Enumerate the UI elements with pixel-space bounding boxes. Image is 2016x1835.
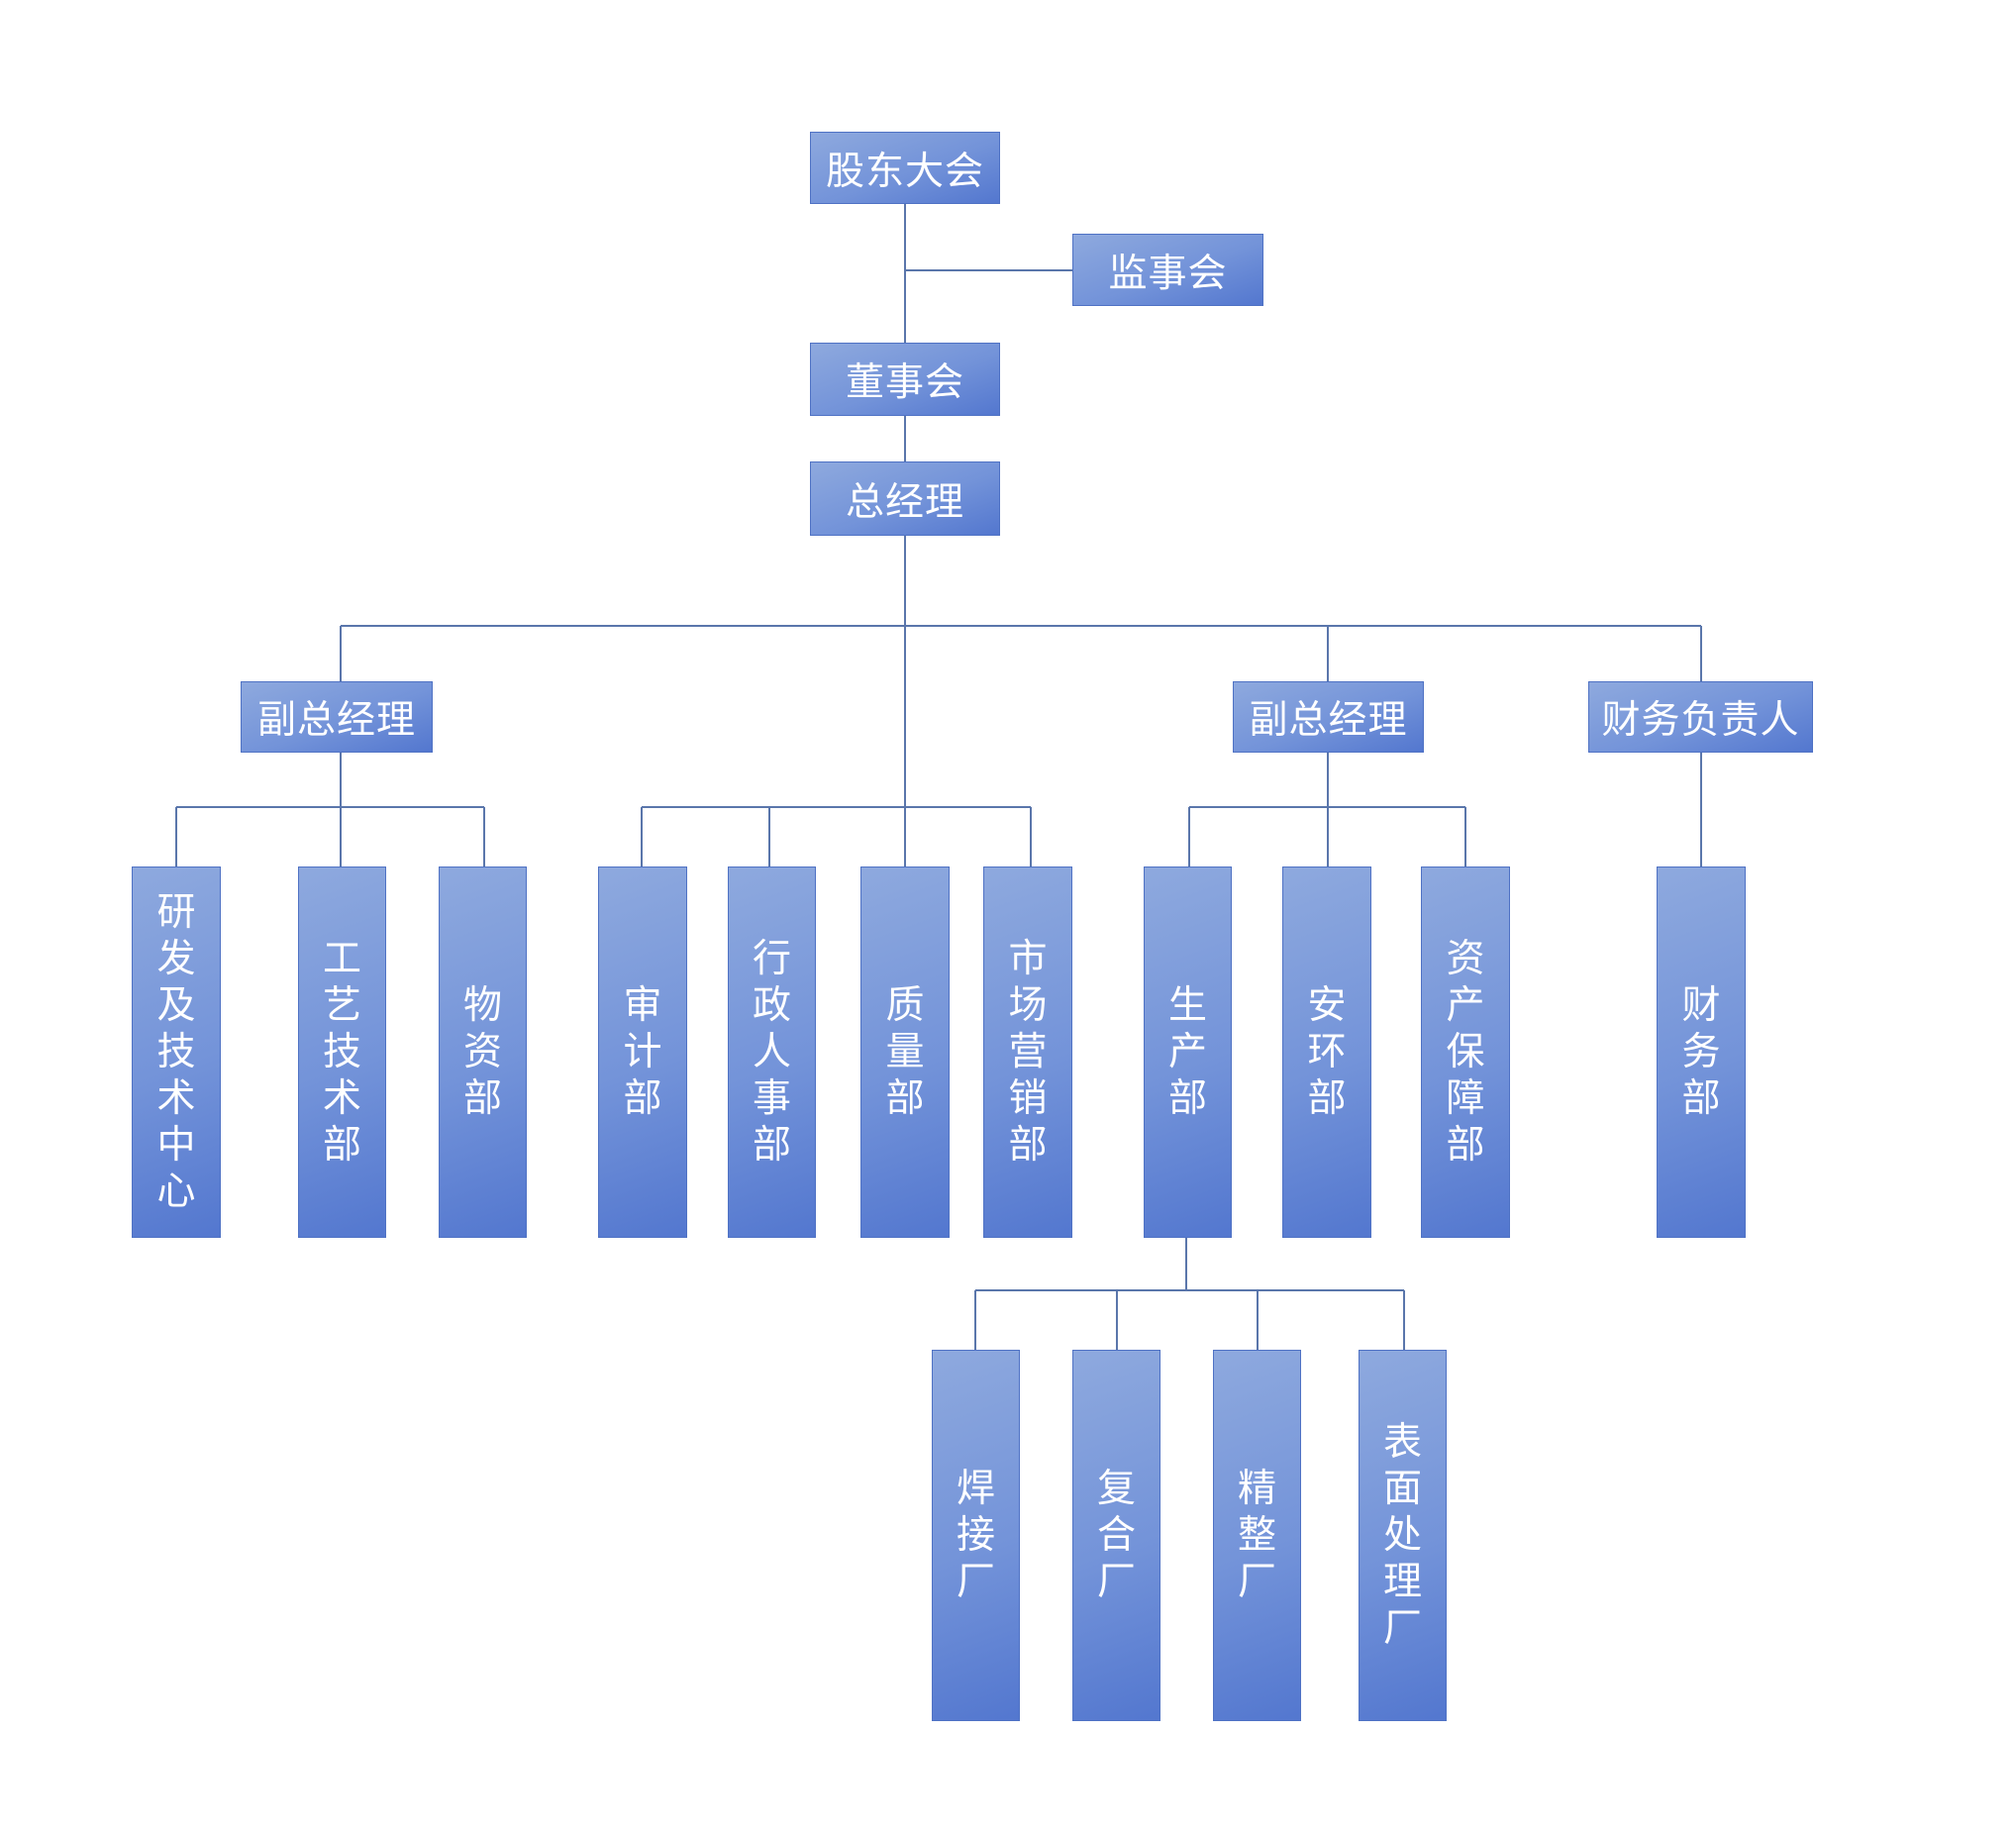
node-char: 工 — [322, 937, 361, 981]
node-char: 量 — [885, 1030, 925, 1074]
node-char: 部 — [623, 1076, 662, 1121]
node-char: 场 — [1008, 983, 1048, 1028]
node-char: 及 — [156, 983, 196, 1028]
node-char: 部 — [1008, 1123, 1048, 1168]
node-char: 审 — [623, 983, 662, 1028]
node-char: 整 — [1237, 1513, 1276, 1558]
node-finishing: 精整厂 — [1213, 1350, 1301, 1721]
node-char: 发 — [156, 937, 196, 981]
node-char: 部 — [1167, 1076, 1207, 1121]
node-admin: 行政人事部 — [728, 867, 816, 1238]
node-board: 董事会 — [810, 343, 1000, 416]
node-finance: 财务部 — [1657, 867, 1746, 1238]
node-marketing: 市场营销部 — [983, 867, 1072, 1238]
node-char: 部 — [1307, 1076, 1347, 1121]
node-safety: 安环部 — [1282, 867, 1371, 1238]
node-char: 营 — [1008, 1030, 1048, 1074]
node-char: 人 — [752, 1030, 791, 1074]
node-char: 部 — [752, 1123, 791, 1168]
node-composite: 复合厂 — [1072, 1350, 1160, 1721]
node-char: 厂 — [1096, 1560, 1136, 1604]
node-cfo: 财务负责人 — [1588, 681, 1813, 753]
node-char: 财 — [1681, 983, 1721, 1028]
node-char: 艺 — [322, 983, 361, 1028]
node-process: 工艺技术部 — [298, 867, 386, 1238]
node-quality: 质量部 — [860, 867, 950, 1238]
node-char: 政 — [752, 983, 791, 1028]
node-rd: 研发及技术中心 — [132, 867, 221, 1238]
node-char: 部 — [1681, 1076, 1721, 1121]
node-surface: 表面处理厂 — [1359, 1350, 1447, 1721]
node-char: 心 — [156, 1170, 196, 1214]
node-shareholders: 股东大会 — [810, 132, 1000, 204]
node-assets: 资产保障部 — [1421, 867, 1510, 1238]
node-char: 合 — [1096, 1513, 1136, 1558]
node-vgm1: 副总经理 — [241, 681, 433, 753]
node-char: 行 — [752, 937, 791, 981]
node-supervisors: 监事会 — [1072, 234, 1263, 306]
node-char: 产 — [1167, 1030, 1207, 1074]
node-char: 产 — [1446, 983, 1485, 1028]
node-char: 厂 — [956, 1560, 995, 1604]
node-char: 部 — [462, 1076, 502, 1121]
node-gm: 总经理 — [810, 461, 1000, 536]
node-char: 面 — [1382, 1467, 1422, 1511]
node-char: 资 — [1446, 937, 1485, 981]
node-char: 质 — [885, 983, 925, 1028]
node-char: 处 — [1382, 1513, 1422, 1558]
node-char: 部 — [322, 1123, 361, 1168]
node-char: 技 — [156, 1030, 196, 1074]
node-char: 中 — [156, 1123, 196, 1168]
node-char: 接 — [956, 1513, 995, 1558]
node-char: 部 — [885, 1076, 925, 1121]
node-char: 理 — [1382, 1560, 1422, 1604]
node-welding: 焊接厂 — [932, 1350, 1020, 1721]
node-audit: 审计部 — [598, 867, 687, 1238]
node-char: 事 — [752, 1076, 791, 1121]
node-production: 生产部 — [1144, 867, 1232, 1238]
node-char: 精 — [1237, 1467, 1276, 1511]
node-vgm2: 副总经理 — [1233, 681, 1424, 753]
node-char: 安 — [1307, 983, 1347, 1028]
node-char: 务 — [1681, 1030, 1721, 1074]
node-char: 表 — [1382, 1420, 1422, 1465]
node-char: 厂 — [1237, 1560, 1276, 1604]
node-char: 研 — [156, 890, 196, 935]
node-char: 市 — [1008, 937, 1048, 981]
node-char: 计 — [623, 1030, 662, 1074]
node-char: 复 — [1096, 1467, 1136, 1511]
node-char: 技 — [322, 1030, 361, 1074]
node-char: 生 — [1167, 983, 1207, 1028]
node-char: 术 — [156, 1076, 196, 1121]
node-char: 焊 — [956, 1467, 995, 1511]
node-materials: 物资部 — [439, 867, 527, 1238]
node-char: 术 — [322, 1076, 361, 1121]
node-char: 资 — [462, 1030, 502, 1074]
node-char: 销 — [1008, 1076, 1048, 1121]
node-char: 厂 — [1382, 1606, 1422, 1651]
node-char: 环 — [1307, 1030, 1347, 1074]
node-char: 部 — [1446, 1123, 1485, 1168]
node-char: 保 — [1446, 1030, 1485, 1074]
node-char: 物 — [462, 983, 502, 1028]
node-char: 障 — [1446, 1076, 1485, 1121]
